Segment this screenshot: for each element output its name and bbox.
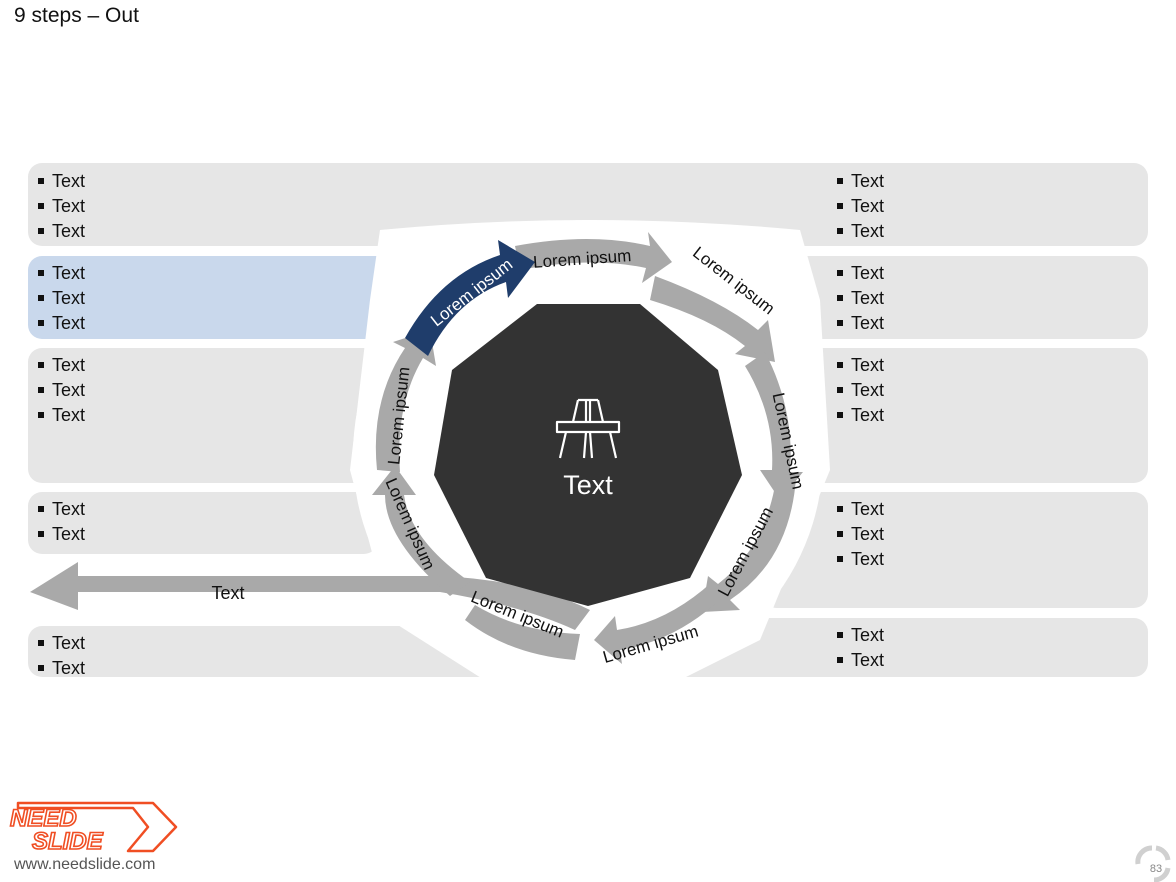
page-number: 83 (1150, 863, 1162, 875)
list-item: Text (38, 169, 85, 194)
website-url: www.needslide.com (14, 856, 156, 873)
cycle-arrows-icon (1135, 845, 1171, 882)
list-item: Text (38, 261, 85, 286)
slide-title: 9 steps – Out (14, 4, 139, 27)
logo-arrow-shape (16, 801, 178, 853)
list-item: Text (837, 353, 884, 378)
list-item: Text (837, 547, 884, 572)
list-item: Text (837, 648, 884, 673)
right-list-5: Text Text (837, 623, 884, 673)
list-item: Text (38, 194, 85, 219)
right-panel-4 (762, 492, 1148, 608)
step-arrow-9 (375, 330, 436, 472)
logo-line-1: NEED (10, 805, 77, 832)
step-arrow-3 (650, 276, 775, 362)
left-panel-3 (28, 348, 378, 483)
page-number-badge: 83 (1135, 845, 1171, 882)
center-nonagon (434, 304, 742, 606)
out-arrow-label: Text (211, 583, 244, 603)
right-list-4: Text Text Text (837, 497, 884, 572)
list-item: Text (837, 522, 884, 547)
list-item: Text (837, 286, 884, 311)
step-arrow-6 (594, 582, 728, 664)
list-item: Text (38, 311, 85, 336)
list-item: Text (38, 656, 85, 681)
list-item: Text (837, 194, 884, 219)
list-item: Text (38, 286, 85, 311)
list-item: Text (837, 378, 884, 403)
list-item: Text (38, 631, 85, 656)
logo-line-2: SLIDE (32, 828, 104, 855)
center-label: Text (563, 470, 613, 500)
left-list-5: Text Text (38, 631, 85, 681)
right-list-3: Text Text Text (837, 353, 884, 428)
list-item: Text (38, 497, 85, 522)
list-item: Text (38, 378, 85, 403)
highway-road-icon (555, 398, 621, 459)
list-item: Text (38, 353, 85, 378)
list-item: Text (837, 497, 884, 522)
list-item: Text (837, 261, 884, 286)
left-panel-4 (28, 492, 378, 554)
list-item: Text (38, 403, 85, 428)
step-arrow-4 (745, 352, 803, 500)
list-item: Text (837, 403, 884, 428)
step-arrow-8 (372, 466, 470, 596)
list-item: Text (837, 169, 884, 194)
step-arrow-5 (702, 478, 796, 612)
left-list-3: Text Text Text (38, 353, 85, 428)
needslide-logo: NEED SLIDE (9, 801, 178, 855)
right-list-1: Text Text Text (837, 169, 884, 244)
list-item: Text (38, 219, 85, 244)
right-panel-3 (800, 348, 1148, 483)
left-list-2: Text Text Text (38, 261, 85, 336)
list-item: Text (837, 219, 884, 244)
step-arrow-7 (465, 605, 580, 660)
list-item: Text (837, 311, 884, 336)
left-list-1: Text Text Text (38, 169, 85, 244)
left-list-4: Text Text (38, 497, 85, 547)
step-arrow-1-active (405, 240, 535, 356)
list-item: Text (38, 522, 85, 547)
list-item: Text (837, 623, 884, 648)
right-list-2: Text Text Text (837, 261, 884, 336)
step-arrow-2 (515, 232, 672, 283)
